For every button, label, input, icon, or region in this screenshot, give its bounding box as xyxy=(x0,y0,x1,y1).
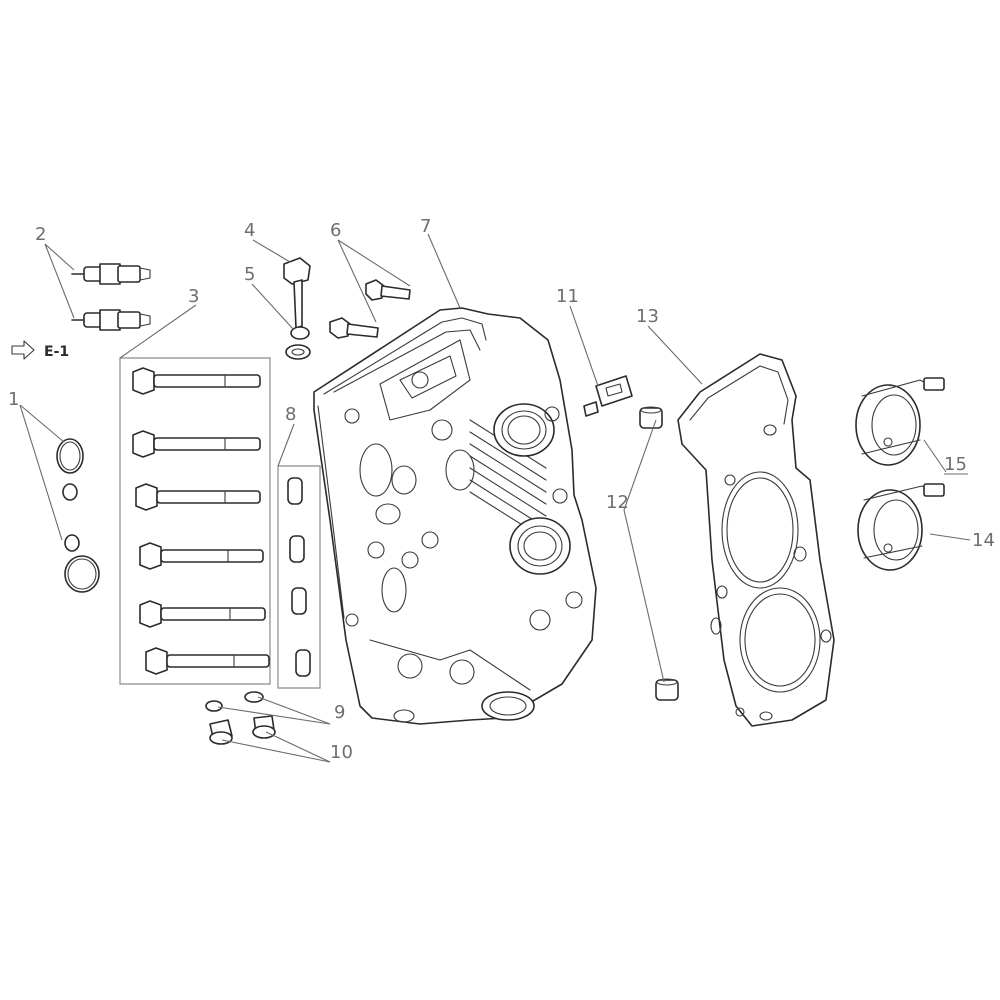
callout-2: 2 xyxy=(35,224,46,245)
part-15-intake-boot xyxy=(855,377,945,466)
callout-6: 6 xyxy=(330,220,341,241)
part-13-head-gasket xyxy=(677,353,835,727)
callout-8: 8 xyxy=(285,404,296,425)
part-8-dowel-pins xyxy=(277,465,321,689)
callout-1: 1 xyxy=(8,389,19,410)
callout-13: 13 xyxy=(636,306,659,327)
reference-e1: E-1 xyxy=(11,340,69,360)
part-14-intake-boot xyxy=(857,483,945,571)
callout-4: 4 xyxy=(244,220,255,241)
part-7-cylinder-head xyxy=(313,307,597,725)
reference-label: E-1 xyxy=(44,344,69,360)
part-12-bushings xyxy=(639,406,679,701)
part-2-spark-plugs xyxy=(71,263,151,331)
part-9-10-washers-plugs xyxy=(205,691,276,745)
callout-10: 10 xyxy=(330,742,353,763)
part-11-sensor xyxy=(583,375,633,417)
callout-12: 12 xyxy=(606,492,629,513)
callout-11: 11 xyxy=(556,286,579,307)
part-4-5-bolt-washer xyxy=(283,257,311,360)
arrow-right-outline-icon xyxy=(11,340,35,360)
part-1-o-rings xyxy=(56,438,100,593)
callout-14: 14 xyxy=(972,530,995,551)
part-6-bolts xyxy=(329,279,411,339)
callout-15: 15 xyxy=(944,454,967,475)
callout-5: 5 xyxy=(244,264,255,285)
callout-3: 3 xyxy=(188,286,199,307)
callout-9: 9 xyxy=(334,702,345,723)
leader-lines xyxy=(19,233,971,763)
part-3-head-bolts xyxy=(119,357,271,685)
callouts: 1 2 3 4 5 6 7 8 9 10 11 12 13 14 15 xyxy=(8,216,995,763)
callout-7: 7 xyxy=(420,216,431,237)
